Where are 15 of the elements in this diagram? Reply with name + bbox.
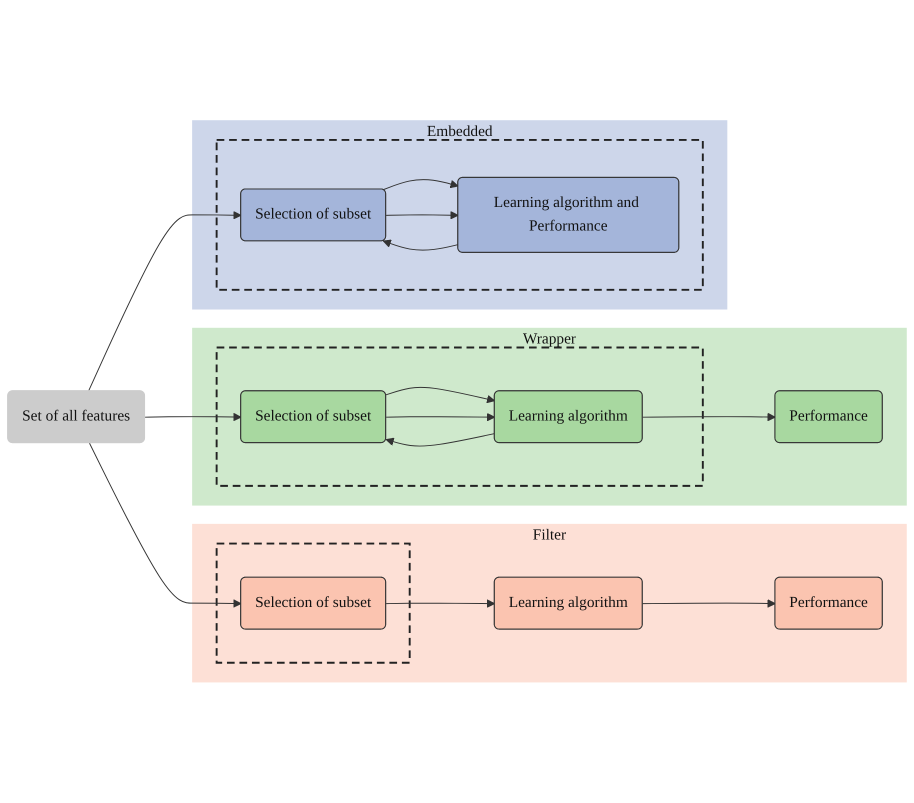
arrow xyxy=(386,433,496,447)
arrow xyxy=(642,412,776,422)
arrow xyxy=(89,442,242,608)
arrow xyxy=(88,211,242,392)
arrow xyxy=(144,412,242,422)
arrow xyxy=(386,211,459,220)
arrow xyxy=(386,387,496,404)
arrow xyxy=(386,413,496,422)
arrow xyxy=(382,240,459,251)
cluster xyxy=(216,542,411,664)
arrow xyxy=(642,599,776,608)
arrow xyxy=(386,600,496,608)
cluster xyxy=(216,139,704,291)
cluster xyxy=(216,346,704,488)
arrow xyxy=(382,179,459,190)
